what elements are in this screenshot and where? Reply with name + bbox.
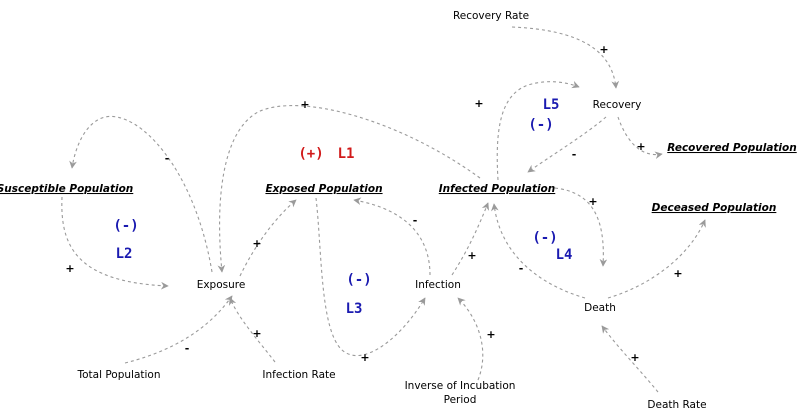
polarity-exposed-infection: + bbox=[360, 351, 369, 364]
loop-l5-sign: (-) bbox=[528, 117, 553, 133]
loop-l3-sign: (-) bbox=[346, 272, 371, 288]
link-death-rate-to-death bbox=[601, 325, 659, 393]
link-recovery-rate-to-recovery bbox=[511, 26, 620, 89]
var-recovery: Recovery bbox=[593, 99, 642, 111]
polarity-recovery-recovered: + bbox=[636, 140, 645, 153]
loop-l1-sign: (+) bbox=[298, 146, 323, 162]
link-incubation-to-infection bbox=[457, 297, 484, 381]
polarity-death-infected: - bbox=[519, 262, 524, 275]
var-recovery-rate: Recovery Rate bbox=[453, 10, 529, 22]
loop-l4-sign: (-) bbox=[532, 230, 557, 246]
polarity-signs: + + - + + - + + - + + - + + + - + + bbox=[65, 43, 682, 364]
polarity-infrate-exposure: + bbox=[252, 327, 261, 340]
polarity-total-exposure: - bbox=[185, 342, 190, 355]
link-exposed-population-to-infection bbox=[315, 197, 426, 356]
polarity-infection-exposed: - bbox=[413, 214, 418, 227]
var-death: Death bbox=[584, 302, 616, 314]
link-infected-population-to-exposure bbox=[217, 105, 481, 273]
var-infection: Infection bbox=[415, 279, 461, 291]
link-death-to-infected-population bbox=[490, 203, 586, 299]
causal-links bbox=[61, 26, 706, 393]
link-infection-rate-to-exposure bbox=[229, 297, 276, 363]
var-exposure: Exposure bbox=[197, 279, 246, 291]
stock-infected-population: Infected Population bbox=[439, 183, 556, 195]
var-incubation-line-2: Period bbox=[444, 394, 477, 406]
polarity-infected-recovery: + bbox=[474, 97, 483, 110]
polarity-exposure-susceptible: - bbox=[165, 152, 170, 165]
link-exposure-to-exposed-population bbox=[239, 199, 297, 277]
var-incubation-line-1: Inverse of Incubation bbox=[405, 380, 516, 392]
stock-exposed-population: Exposed Population bbox=[265, 183, 382, 195]
link-susceptible-population-to-exposure bbox=[61, 196, 169, 290]
link-death-to-deceased-population bbox=[607, 219, 706, 299]
polarity-infected-exposure: + bbox=[300, 98, 309, 111]
loop-l1-name: L1 bbox=[338, 146, 355, 162]
link-total-population-to-exposure bbox=[124, 295, 233, 364]
loop-l2-name: L2 bbox=[116, 246, 133, 262]
link-recovery-to-recovered-population bbox=[617, 116, 663, 160]
variables: Recovery Rate Recovery Exposure Infectio… bbox=[76, 10, 706, 411]
link-exposure-to-susceptible-population bbox=[69, 115, 213, 273]
polarity-death-deceased: + bbox=[673, 267, 682, 280]
link-infected-population-to-recovery bbox=[496, 80, 580, 181]
polarity-susceptible-exposure: + bbox=[65, 262, 74, 275]
polarity-infected-death: + bbox=[588, 195, 597, 208]
loop-l2-sign: (-) bbox=[113, 218, 138, 234]
var-death-rate: Death Rate bbox=[647, 399, 706, 411]
stocks: Susceptible Population Exposed Populatio… bbox=[0, 142, 797, 214]
link-infection-to-infected-population bbox=[451, 202, 490, 276]
stock-recovered-population: Recovered Population bbox=[667, 142, 796, 154]
polarity-exposure-exposed: + bbox=[252, 237, 261, 250]
stock-susceptible-population: Susceptible Population bbox=[0, 183, 133, 195]
stock-deceased-population: Deceased Population bbox=[652, 202, 777, 214]
polarity-recovery-infected: - bbox=[572, 148, 577, 161]
loop-l5-name: L5 bbox=[543, 97, 560, 113]
loop-labels: (+) L1 (-) L2 (-) L3 (-) L4 L5 (-) bbox=[113, 97, 572, 317]
link-recovery-to-infected-population bbox=[527, 116, 607, 173]
polarity-infection-infected: + bbox=[467, 249, 476, 262]
loop-l4-name: L4 bbox=[556, 247, 573, 263]
var-infection-rate: Infection Rate bbox=[262, 369, 335, 381]
loop-l3-name: L3 bbox=[346, 301, 363, 317]
var-total-population: Total Population bbox=[76, 369, 160, 381]
polarity-recrate-recovery: + bbox=[599, 43, 608, 56]
link-infection-to-exposed-population bbox=[353, 197, 431, 276]
polarity-incubation-infection: + bbox=[486, 328, 495, 341]
polarity-deathrate-death: + bbox=[630, 351, 639, 364]
